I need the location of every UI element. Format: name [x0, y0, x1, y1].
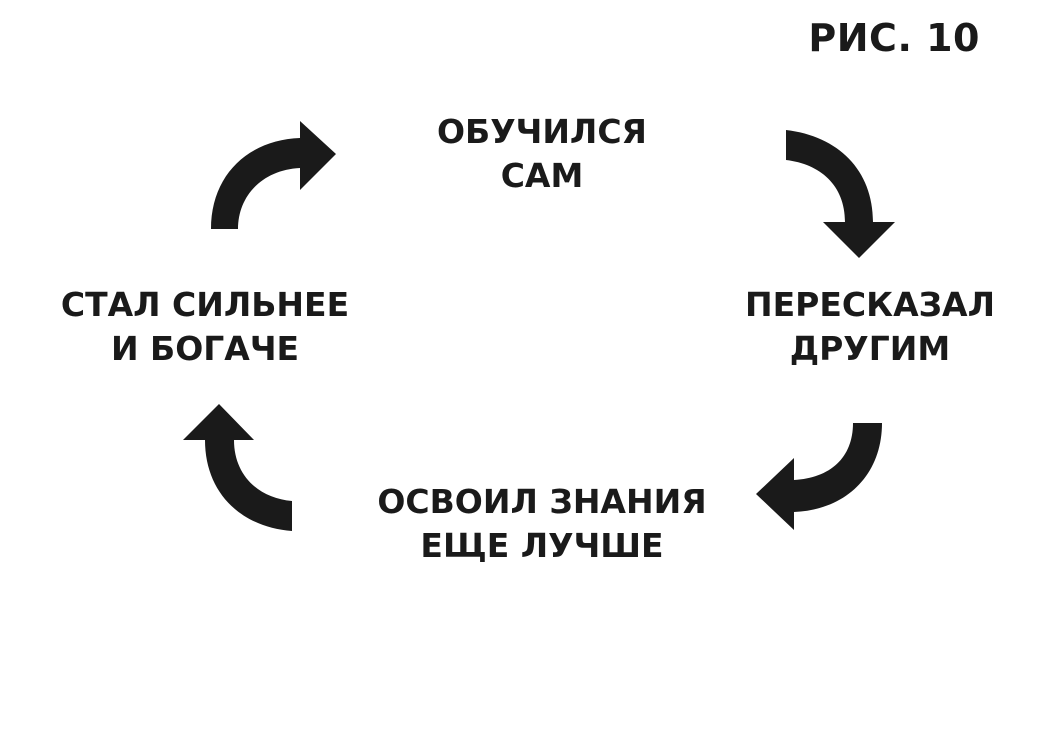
step-right-line1: ПЕРЕСКАЗАЛ: [744, 285, 995, 324]
step-top-line2: САМ: [500, 156, 584, 195]
step-bottom-line1: ОСВОИЛ ЗНАНИЯ: [377, 482, 707, 521]
step-right-line2: ДРУГИМ: [789, 329, 951, 368]
curved-arrow-icon: [183, 404, 292, 531]
curved-arrow-icon: [756, 423, 882, 530]
step-left-line2: И БОГАЧЕ: [110, 329, 300, 368]
figure-label: РИС. 10: [808, 16, 980, 60]
step-bottom-line2: ЕЩЕ ЛУЧШЕ: [420, 526, 664, 565]
cycle-step-learned-myself: ОБУЧИЛСЯ САМ: [392, 110, 692, 198]
step-left-line1: СТАЛ СИЛЬНЕЕ: [60, 285, 350, 324]
cycle-step-retold-others: ПЕРЕСКАЗАЛ ДРУГИМ: [740, 283, 1000, 371]
step-top-line1: ОБУЧИЛСЯ: [437, 112, 647, 151]
curved-arrow-icon: [211, 121, 336, 229]
curved-arrow-icon: [786, 130, 895, 258]
cycle-step-mastered-better: ОСВОИЛ ЗНАНИЯ ЕЩЕ ЛУЧШЕ: [352, 480, 732, 568]
cycle-step-stronger-richer: СТАЛ СИЛЬНЕЕ И БОГАЧЕ: [48, 283, 362, 371]
